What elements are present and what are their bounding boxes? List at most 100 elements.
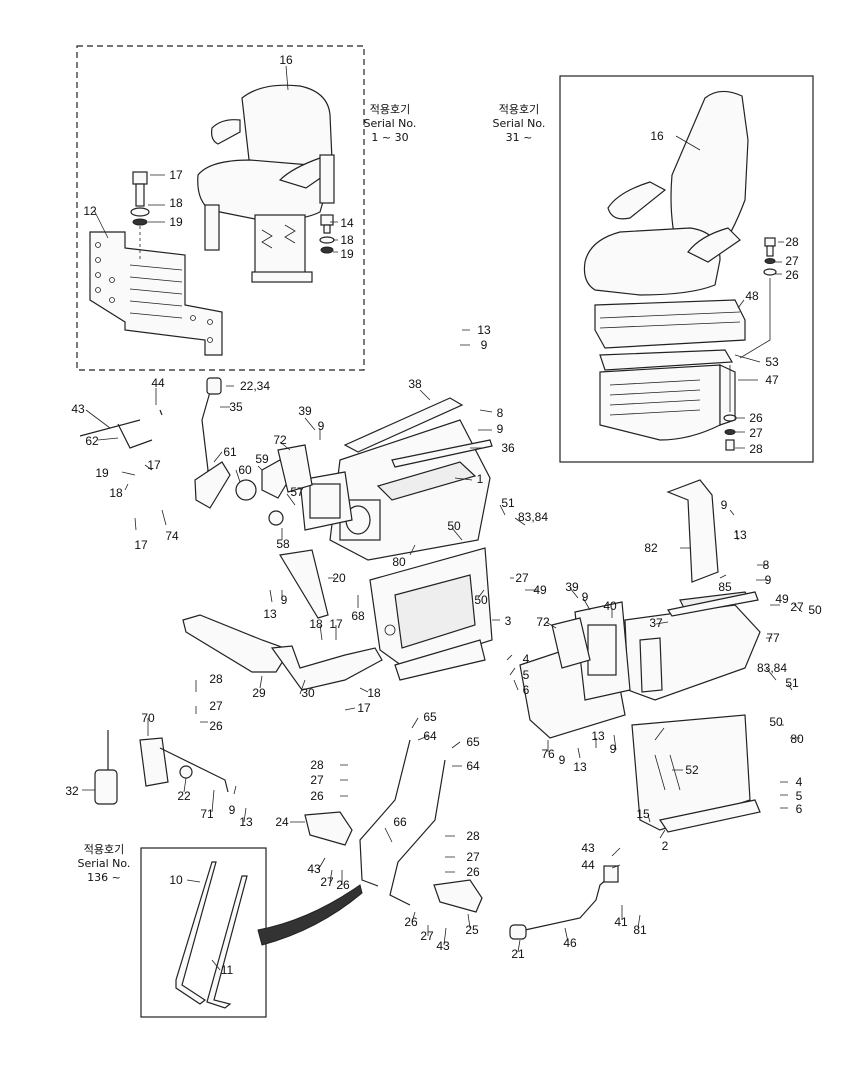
lever-46	[524, 877, 609, 931]
part-label: 74	[165, 529, 179, 543]
boot-72-a	[277, 444, 313, 493]
part-label: 9	[281, 593, 288, 607]
part-label: 27	[515, 571, 529, 585]
bracket-20	[279, 549, 329, 619]
svg-text:적용호기: 적용호기	[84, 843, 124, 856]
part-label: 18	[340, 233, 354, 247]
part-label: 70	[141, 711, 155, 725]
part-label: 28	[209, 672, 223, 686]
plate-15-2-illustration	[631, 714, 761, 833]
part-label: 26	[404, 915, 418, 929]
part-label: 82	[644, 541, 658, 555]
part-label: 4	[796, 775, 803, 789]
part-label: 17	[357, 701, 371, 715]
part-label: 64	[423, 729, 437, 743]
callout-arrow-c	[257, 884, 363, 946]
serial-box-a	[76, 45, 365, 371]
bracket-24	[304, 811, 353, 846]
part-label: 17	[147, 458, 161, 472]
bolt-28-b	[739, 237, 777, 359]
part-label: 9	[765, 573, 772, 587]
part-label: 81	[633, 923, 647, 937]
part-label: 5	[796, 789, 803, 803]
part-label: 18	[367, 686, 381, 700]
part-label: 85	[718, 580, 732, 594]
part-label: 26	[310, 789, 324, 803]
part-label: 19	[169, 215, 183, 229]
part-label: 27	[749, 426, 763, 440]
part-label: 16	[650, 129, 664, 143]
part-label: 11	[221, 963, 234, 977]
plate-3-illustration	[369, 547, 493, 681]
knob-21	[509, 924, 527, 940]
part-label: 44	[151, 376, 165, 390]
bracket-38	[343, 397, 464, 453]
part-label: 60	[238, 463, 252, 477]
part-label: 50	[769, 715, 783, 729]
part-label: 26	[466, 865, 480, 879]
part-label: 40	[603, 599, 617, 613]
part-label: 16	[279, 53, 293, 67]
svg-text:적용호기: 적용호기	[499, 103, 539, 116]
part-label: 72	[536, 615, 550, 629]
bolt-14-a	[319, 214, 335, 254]
part-label: 15	[636, 807, 650, 821]
part-label: 2	[662, 839, 669, 853]
part-labels: 16 17 18 19 12 14 18 19 16 28 27 26 48 5…	[65, 53, 822, 977]
part-label: 1	[477, 472, 484, 486]
part-label: 43	[71, 402, 85, 416]
part-label: 9	[318, 419, 325, 433]
part-label: 29	[252, 686, 266, 700]
part-label: 76	[541, 747, 555, 761]
bolt-26-b-lower	[723, 365, 737, 451]
part-label: 50	[447, 519, 461, 533]
part-label: 6	[796, 802, 803, 816]
lever-35	[201, 391, 211, 481]
part-label: 43	[581, 841, 595, 855]
part-label: 48	[745, 289, 759, 303]
pedal-30	[270, 645, 383, 691]
part-label: 17	[329, 617, 343, 631]
part-label: 38	[408, 377, 422, 391]
part-label: 52	[685, 763, 699, 777]
part-label: 8	[763, 558, 770, 572]
serial-box-c	[140, 847, 267, 1018]
part-label: 28	[310, 758, 324, 772]
gear-58	[268, 510, 284, 526]
part-label: 27	[466, 850, 480, 864]
part-label: 22,34	[240, 379, 270, 393]
part-label: 83,84	[757, 661, 787, 675]
part-label: 20	[332, 571, 346, 585]
serial-label-c: 적용호기 Serial No. 136 ~	[78, 843, 131, 884]
part-label: 43	[436, 939, 450, 953]
part-label: 62	[85, 434, 99, 448]
part-label: 57	[290, 485, 304, 499]
part-label: 36	[501, 441, 515, 455]
part-label: 6	[523, 683, 530, 697]
part-label: 21	[511, 947, 525, 961]
part-label: 51	[785, 676, 799, 690]
part-label: 24	[275, 815, 289, 829]
part-label: 13	[263, 607, 277, 621]
part-label: 39	[565, 580, 579, 594]
part-label: 13	[573, 760, 587, 774]
part-label: 22	[177, 789, 191, 803]
part-label: 8	[497, 406, 504, 420]
part-label: 59	[255, 452, 269, 466]
part-label: 17	[169, 168, 183, 182]
part-label: 39	[298, 404, 312, 418]
boot-72-b	[551, 617, 591, 669]
part-label: 30	[301, 686, 315, 700]
part-label: 10	[169, 873, 183, 887]
part-label: 50	[474, 593, 488, 607]
part-label: 28	[785, 235, 799, 249]
part-label: 46	[563, 936, 577, 950]
part-label: 41	[614, 915, 628, 929]
svg-text:31 ~: 31 ~	[506, 131, 533, 144]
part-label: 77	[766, 631, 780, 645]
part-label: 71	[200, 807, 214, 821]
part-label: 13	[239, 815, 253, 829]
bracket-82	[666, 479, 719, 583]
bracket-44	[603, 865, 619, 883]
